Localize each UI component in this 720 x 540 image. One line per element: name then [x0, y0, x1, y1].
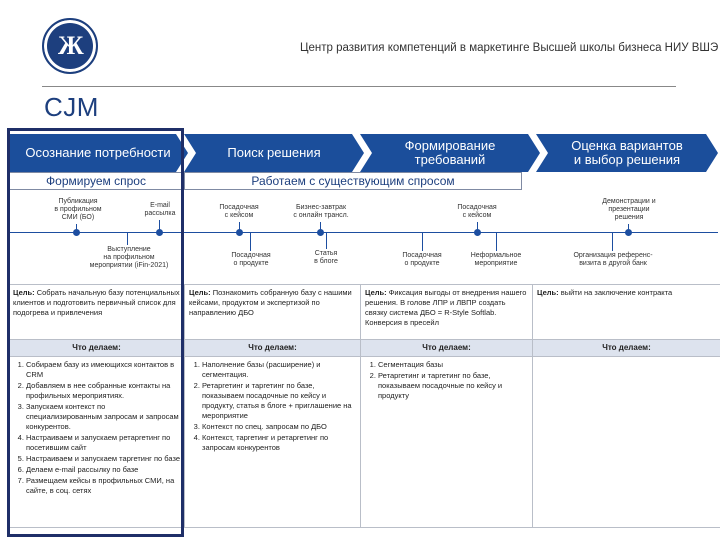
goal-text: Собрать начальную базу потенциальных кли…: [13, 288, 180, 317]
list-item: Контекст по спец. запросам по ДБО: [202, 422, 356, 432]
list-item: Запускаем контекст по специализированным…: [26, 402, 180, 432]
tp-landing-product-1: Посадочная о продукте: [231, 252, 271, 267]
actions-list-1: Собираем базу из имеющихся контактов в C…: [13, 360, 180, 496]
do-header-2: Что делаем:: [184, 339, 361, 357]
tp-visit-line: [612, 233, 613, 251]
goal-prefix: Цель:: [537, 288, 559, 297]
tp-landing-case-2-dot: [474, 229, 481, 236]
do-header-1: Что делаем:: [8, 339, 185, 357]
actions-list-3: Сегментация базы Ретаргетинг и таргетинг…: [365, 360, 528, 401]
actions-cell-3: Сегментация базы Ретаргетинг и таргетинг…: [360, 356, 533, 528]
goal-cell-2: Цель: Познакомить собранную базу с нашим…: [184, 284, 361, 340]
tp-publication-dot: [73, 229, 80, 236]
tp-informal: Неформальное мероприятие: [470, 252, 522, 267]
stage-evaluation: Оценка вариантов и выбор решения: [536, 134, 718, 172]
goal-prefix: Цель:: [13, 288, 35, 297]
do-header-4: Что делаем:: [532, 339, 720, 357]
tp-breakfast: Бизнес-завтрак с онлайн трансл.: [293, 204, 349, 219]
bar-existing: Работаем с существующим спросом: [184, 172, 522, 190]
tp-breakfast-line: [320, 222, 321, 232]
tp-landing-product-2: Посадочная о продукте: [402, 252, 442, 267]
tp-landing-product-2-line: [422, 233, 423, 251]
goal-cell-4: Цель: выйти на заключение контракта: [532, 284, 720, 340]
actions-cell-1: Собираем базу из имеющихся контактов в C…: [8, 356, 185, 528]
header-divider: [42, 86, 676, 87]
hse-logo-mark: Ж: [58, 31, 84, 60]
stage-highlight-frame: [7, 128, 184, 537]
goal-prefix: Цель:: [189, 288, 211, 297]
actions-row: Собираем базу из имеющихся контактов в C…: [8, 356, 720, 528]
stage-awareness-label: Осознание потребности: [25, 145, 171, 160]
tp-landing-product-1-line: [250, 233, 251, 251]
actions-list-2: Наполнение базы (расширение) и сегментац…: [189, 360, 356, 453]
tp-visit: Организация референс- визита в другой ба…: [573, 252, 653, 267]
tp-landing-case-2-line: [477, 222, 478, 232]
do-header-3: Что делаем:: [360, 339, 533, 357]
list-item: Настраиваем и запускаем ретаргетинг по п…: [26, 433, 180, 453]
goal-prefix: Цель:: [365, 288, 387, 297]
actions-cell-4: [532, 356, 720, 528]
tp-article: Статья в блоге: [314, 250, 338, 265]
list-item: Наполнение базы (расширение) и сегментац…: [202, 360, 356, 380]
goal-cell-1: Цель: Собрать начальную базу потенциальн…: [8, 284, 185, 340]
tp-landing-case-2: Посадочная с кейсом: [457, 204, 497, 219]
stage-evaluation-label: Оценка вариантов и выбор решения: [571, 138, 683, 167]
touchpoint-timeline: [8, 232, 718, 233]
hse-logo: Ж: [42, 18, 98, 74]
tp-demo: Демонстрации и презентации решения: [602, 198, 656, 221]
tp-landing-case-1-dot: [236, 229, 243, 236]
tp-informal-line: [496, 233, 497, 251]
tp-article-line: [326, 233, 327, 249]
list-item: Контекст, таргетинг и ретаргетинг по зап…: [202, 433, 356, 453]
org-header: Центр развития компетенций в маркетинге …: [300, 42, 719, 54]
tp-publication: Публикация в профильном СМИ (БО): [54, 198, 102, 221]
list-item: Сегментация базы: [378, 360, 528, 370]
stage-search-label: Поиск решения: [227, 145, 321, 160]
tp-breakfast-dot: [317, 229, 324, 236]
list-item: Размещаем кейсы в профильных СМИ, на сай…: [26, 476, 180, 496]
slide-title: CJM: [44, 92, 99, 122]
list-item: Добавляем в нее собранные контакты на пр…: [26, 381, 180, 401]
list-item: Настраиваем и запускаем таргетинг по баз…: [26, 454, 180, 464]
tp-landing-case-1: Посадочная с кейсом: [219, 204, 259, 219]
goals-row: Цель: Собрать начальную базу потенциальн…: [8, 284, 720, 340]
tp-landing-case-1-line: [239, 222, 240, 232]
goal-text: Познакомить собранную базу с нашими кейс…: [189, 288, 352, 317]
tp-demo-line: [628, 224, 629, 232]
list-item: Собираем базу из имеющихся контактов в C…: [26, 360, 180, 380]
tp-email-line: [159, 220, 160, 232]
tp-email: E-mail рассылка: [144, 202, 176, 217]
tp-talk: Выступление на профильном мероприятии (i…: [89, 246, 169, 269]
stage-requirements: Формирование требований: [360, 134, 540, 172]
tp-publication-line: [76, 224, 77, 232]
stage-awareness: Осознание потребности: [8, 134, 188, 172]
cjm-table: Цель: Собрать начальную базу потенциальн…: [8, 284, 720, 528]
list-item: Ретаргетинг и таргетинг по базе, показыв…: [378, 371, 528, 401]
goal-cell-3: Цель: Фиксация выгоды от внедрения нашег…: [360, 284, 533, 340]
tp-demo-dot: [625, 229, 632, 236]
tp-talk-line: [127, 233, 128, 245]
stage-search: Поиск решения: [184, 134, 364, 172]
goal-text: выйти на заключение контракта: [558, 288, 673, 297]
actions-cell-2: Наполнение базы (расширение) и сегментац…: [184, 356, 361, 528]
tp-email-dot: [156, 229, 163, 236]
goal-text: Фиксация выгоды от внедрения нашего реше…: [365, 288, 527, 327]
list-item: Ретаргетинг и таргетинг по базе, показыв…: [202, 381, 356, 421]
list-item: Делаем e-mail рассылку по базе: [26, 465, 180, 475]
stage-requirements-label: Формирование требований: [404, 138, 496, 167]
